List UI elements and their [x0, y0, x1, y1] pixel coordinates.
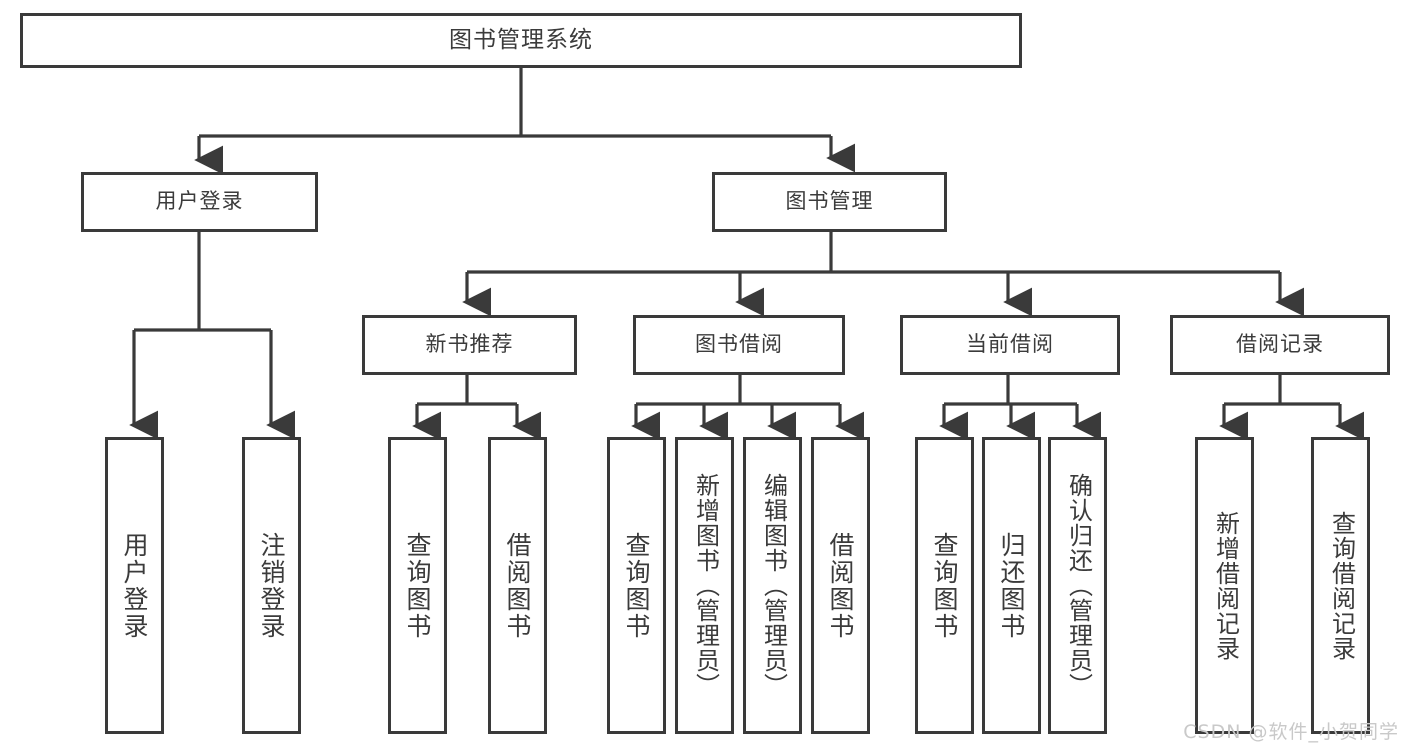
leaf-record-add-borrow-record[interactable]: 新增借阅记录 [1195, 437, 1254, 734]
node-label: 确认归还（管理员） [1064, 473, 1093, 698]
node-label: 归还图书 [997, 531, 1026, 640]
node-book-management[interactable]: 图书管理 [712, 172, 947, 232]
leaf-borrow-query-book[interactable]: 查询图书 [607, 437, 666, 734]
node-borrow-record[interactable]: 借阅记录 [1170, 315, 1390, 375]
node-label: 编辑图书（管理员） [759, 473, 788, 698]
node-label: 查询借阅记录 [1327, 510, 1356, 661]
node-label: 用户登录 [155, 189, 244, 214]
node-current-borrow[interactable]: 当前借阅 [900, 315, 1120, 375]
node-user-login[interactable]: 用户登录 [81, 172, 318, 232]
node-root-system[interactable]: 图书管理系统 [20, 13, 1022, 68]
node-label: 查询图书 [403, 531, 432, 640]
node-label: 借阅图书 [503, 531, 532, 640]
node-label: 查询图书 [930, 531, 959, 640]
node-label: 注销登录 [257, 531, 286, 640]
node-label: 新书推荐 [425, 332, 514, 357]
node-label: 借阅记录 [1236, 332, 1324, 357]
node-book-borrow[interactable]: 图书借阅 [633, 315, 845, 375]
node-label: 图书管理 [785, 189, 874, 214]
node-label: 新增图书（管理员） [691, 473, 720, 698]
leaf-record-query-borrow-record[interactable]: 查询借阅记录 [1311, 437, 1370, 734]
node-label: 用户登录 [120, 531, 149, 640]
node-label: 图书借阅 [695, 332, 783, 357]
node-label: 新增借阅记录 [1211, 510, 1240, 661]
node-new-book-recommend[interactable]: 新书推荐 [362, 315, 577, 375]
leaf-user-login[interactable]: 用户登录 [105, 437, 164, 734]
leaf-current-return-book[interactable]: 归还图书 [982, 437, 1041, 734]
leaf-borrow-borrow-book[interactable]: 借阅图书 [811, 437, 870, 734]
leaf-borrow-edit-book-admin[interactable]: 编辑图书（管理员） [743, 437, 802, 734]
leaf-borrow-add-book-admin[interactable]: 新增图书（管理员） [675, 437, 734, 734]
node-label: 图书管理系统 [449, 26, 593, 53]
leaf-logout[interactable]: 注销登录 [242, 437, 301, 734]
leaf-newbook-borrow-book[interactable]: 借阅图书 [488, 437, 547, 734]
leaf-current-query-book[interactable]: 查询图书 [915, 437, 974, 734]
node-label: 借阅图书 [826, 531, 855, 640]
node-label: 当前借阅 [966, 332, 1054, 357]
leaf-newbook-query-book[interactable]: 查询图书 [388, 437, 447, 734]
node-label: 查询图书 [622, 531, 651, 640]
leaf-current-confirm-return-admin[interactable]: 确认归还（管理员） [1048, 437, 1107, 734]
